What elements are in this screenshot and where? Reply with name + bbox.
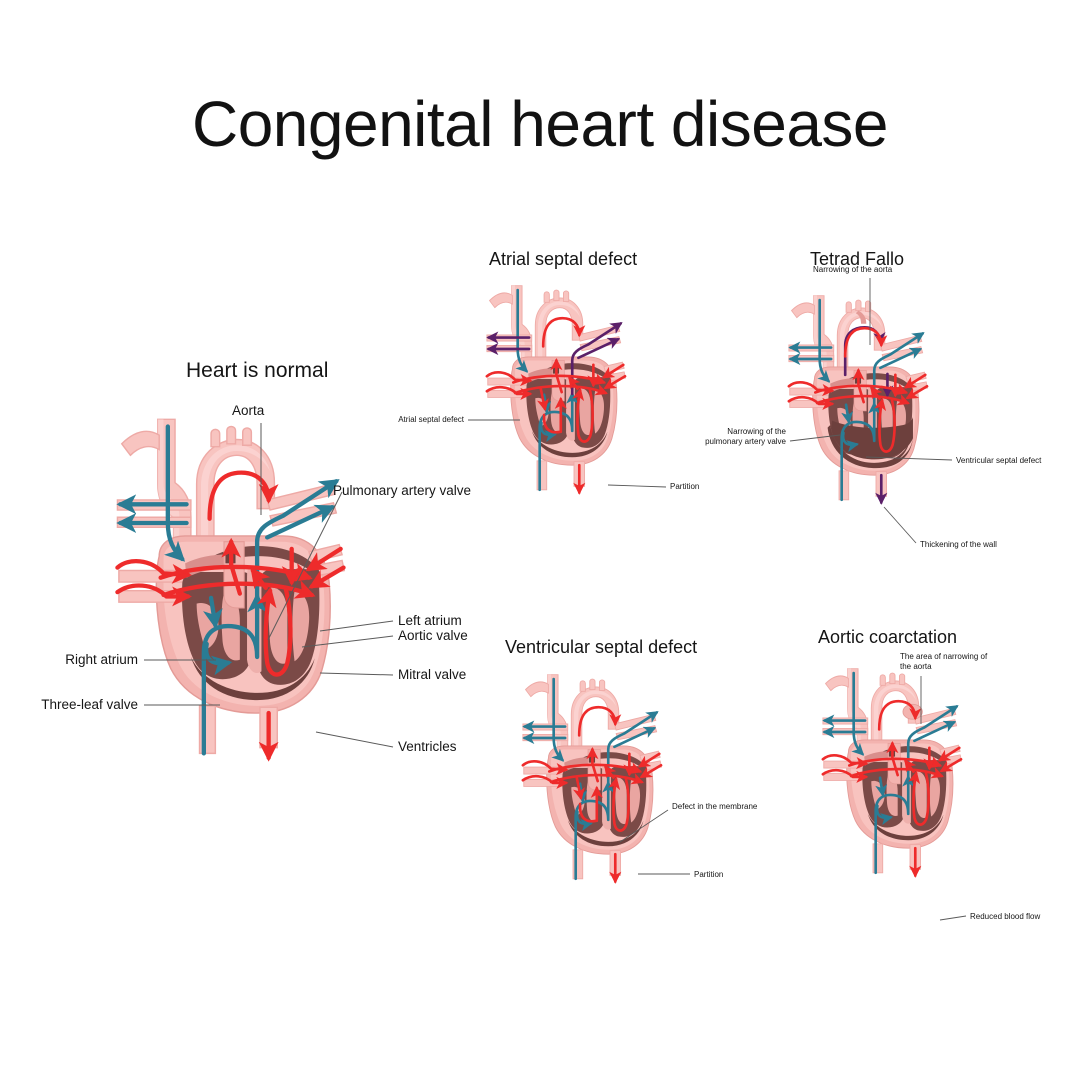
- panel-title-heart-normal: Heart is normal: [186, 359, 329, 382]
- panel-title-ventricular-septal-defect: Ventricular septal defect: [505, 637, 698, 657]
- panel-aortic-coarctation: Aortic coarctation The area of narrowing…: [780, 620, 1080, 960]
- heart-diagram-coarctation: [780, 668, 967, 921]
- label-ventricles: Ventricles: [398, 739, 457, 754]
- leader-lines: [619, 809, 690, 875]
- label-defect-in-the-membrane: Defect in the membrane: [672, 802, 758, 811]
- leader-lines: [920, 676, 967, 921]
- label-narrowing-of-the-aorta: Narrowing of the aorta: [813, 265, 893, 274]
- leader-lines: [789, 278, 953, 544]
- label-partition: Partition: [694, 870, 724, 879]
- label-three-leaf-valve: Three-leaf valve: [41, 697, 138, 712]
- panel-title-atrial-septal-defect: Atrial septal defect: [489, 249, 638, 269]
- label-partition: Partition: [670, 482, 700, 491]
- label-ventricular-septal-defect: Ventricular septal defect: [956, 456, 1042, 465]
- label-thickening-of-the-wall: Thickening of the wall: [920, 540, 997, 549]
- panel-title-tetrad-fallo: Tetrad Fallo: [810, 249, 905, 269]
- label-narrowing-of-pulmonary-artery-valve: Narrowing of the pulmonary artery valve: [705, 427, 786, 446]
- label-aortic-valve: Aortic valve: [398, 628, 468, 643]
- heart-diagram-fallot: [680, 278, 953, 544]
- label-reduced-blood-flow: Reduced blood flow: [970, 912, 1041, 921]
- label-aorta: Aorta: [232, 403, 265, 418]
- label-area-of-narrowing-of-the-aorta: The area of narrowing of the aorta: [900, 652, 988, 671]
- panel-ventricular-septal-defect: Ventricular septal defect Defect in the …: [460, 630, 800, 960]
- leader-lines: [468, 419, 667, 488]
- panel-tetrad-fallo: Tetrad Fallo Narrowing of the aorta Narr…: [680, 245, 1080, 585]
- heart-diagram-vsd: [460, 674, 690, 960]
- label-mitral-valve: Mitral valve: [398, 667, 467, 682]
- leader-lines: [144, 423, 394, 748]
- label-pulmonary-artery-valve: Pulmonary artery valve: [333, 483, 472, 498]
- label-atrial-septal-defect: Atrial septal defect: [398, 415, 464, 424]
- label-left-atrium: Left atrium: [398, 613, 462, 628]
- label-right-atrium: Right atrium: [65, 652, 138, 667]
- heart-diagram-asd: [468, 285, 667, 575]
- panel-heart-normal: Heart is normal Aorta Pulmonary artery v…: [20, 355, 480, 875]
- panel-atrial-septal-defect: Atrial septal defect Atrial septal defec…: [380, 245, 740, 575]
- panel-title-aortic-coarctation: Aortic coarctation: [818, 627, 958, 647]
- heart-diagram-normal: [20, 418, 394, 875]
- page-title: Congenital heart disease: [191, 88, 889, 160]
